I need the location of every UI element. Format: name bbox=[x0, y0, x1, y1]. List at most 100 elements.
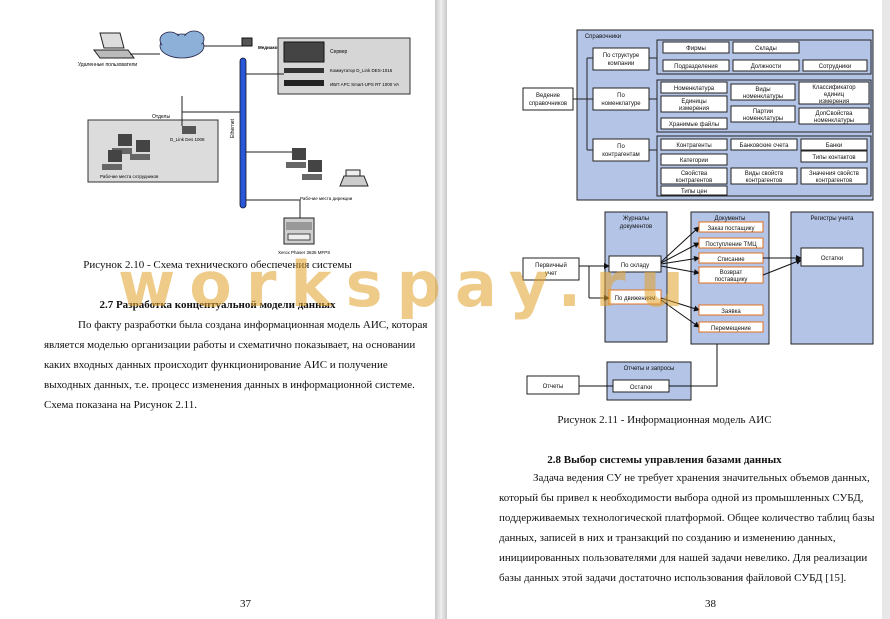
by-structure-label: компании bbox=[608, 61, 635, 67]
supplier-return-item: Возврат bbox=[720, 270, 743, 276]
nomenclature-item: Номенклатура bbox=[674, 86, 715, 92]
server-label: Сервер bbox=[330, 49, 348, 55]
text-line: каких входных данных происходит функцион… bbox=[44, 359, 388, 371]
cp-prop-types-item: Виды свойств bbox=[745, 170, 784, 177]
tmc-receipt-item: Поступление ТМЦ bbox=[705, 242, 757, 248]
reports-box bbox=[526, 375, 580, 395]
switch2-icon bbox=[182, 126, 196, 134]
handbooks-title: Справочники bbox=[585, 34, 621, 40]
text-line: поддерживаемых технологической платформо… bbox=[499, 512, 875, 524]
page-number: 38 bbox=[705, 598, 716, 610]
reports-label: Отчеты bbox=[543, 384, 564, 390]
cp-props-item: Свойства bbox=[681, 170, 708, 177]
by-structure-label: По структуре bbox=[603, 53, 640, 59]
registers-title: Регистры учета bbox=[811, 216, 855, 222]
text-line: Задача ведения СУ не требует хранения зн… bbox=[533, 472, 870, 484]
by-counterparties-label: По bbox=[617, 144, 625, 150]
page-number: 37 bbox=[240, 598, 251, 610]
journals-title: документов bbox=[620, 224, 652, 230]
text-line: По факту разработки была создана информа… bbox=[78, 319, 428, 331]
units-item: измерения bbox=[679, 106, 709, 112]
supplier-return-item: поставщику bbox=[715, 277, 748, 283]
text-line: базы данных этой задачи достаточно испол… bbox=[499, 572, 847, 584]
contact-types-item: Типы контактов bbox=[812, 155, 855, 161]
journals-title: Журналы bbox=[623, 216, 649, 222]
documents-title: Документы bbox=[715, 216, 746, 222]
primary-account-box bbox=[522, 257, 580, 281]
cp-prop-values-item: Значения свойств bbox=[809, 170, 859, 177]
handbooks-left-label: Ведение bbox=[536, 93, 561, 99]
handbooks-left-label: справочников bbox=[529, 101, 567, 107]
switch-icon bbox=[284, 68, 324, 73]
by-nomenclature-label: номенклатуре bbox=[601, 101, 641, 107]
by-warehouse-label: По складу bbox=[621, 263, 649, 269]
divisions-item: Подразделения bbox=[674, 64, 718, 70]
balances-box bbox=[800, 247, 864, 267]
by-structure-box bbox=[592, 47, 650, 71]
departments-box bbox=[87, 119, 219, 183]
printer-label: Xerox Phaser 3635 MFPS bbox=[278, 250, 330, 255]
primary-account-label: учет bbox=[545, 271, 557, 277]
supplier-order-item: Заказ постащику bbox=[708, 226, 755, 232]
by-movements-box bbox=[608, 289, 662, 305]
cloud-icon bbox=[159, 30, 205, 59]
remote-users-label: Удаленные пользователи bbox=[78, 62, 137, 68]
warehouses-item: Склады bbox=[755, 46, 777, 52]
journals-panel bbox=[604, 211, 668, 343]
nom-classifier-item: измерения bbox=[819, 99, 849, 105]
text-line: инициированных пользователями для нашей … bbox=[499, 552, 868, 564]
technical-support-diagram: Удаленные пользователи Медиаконвертер DM… bbox=[78, 30, 411, 255]
storage-places-item: Хранимые файлы bbox=[669, 121, 719, 128]
nom-props-item: номенклатуры bbox=[814, 118, 854, 124]
text-line: является моделью организации работы и сх… bbox=[44, 339, 416, 351]
cp-props-item: контрагентов bbox=[676, 178, 713, 184]
book-gutter bbox=[435, 0, 447, 619]
transfer-item: Перемещение bbox=[711, 326, 752, 332]
section-heading: 2.7 Разработка концептуальной модели дан… bbox=[99, 299, 336, 311]
batches-item: Партии bbox=[753, 109, 773, 115]
media-converter-icon bbox=[241, 37, 253, 47]
ups-icon bbox=[284, 80, 324, 86]
director-workplaces-label: Рабочие места дирекции bbox=[300, 196, 353, 201]
information-model-diagram: Справочники Ведение справочников По стру… bbox=[522, 29, 874, 401]
cp-prop-types-item: контрагентов bbox=[746, 178, 783, 184]
positions-item: Должности bbox=[751, 64, 782, 70]
workstations-icon bbox=[102, 134, 150, 170]
by-nomenclature-label: По bbox=[617, 93, 625, 99]
balances-label: Остатки bbox=[821, 256, 843, 262]
nom-types-item: Виды bbox=[755, 87, 770, 93]
departments-label: Отделы bbox=[152, 114, 170, 120]
ethernet-label: Ethernet bbox=[230, 118, 236, 138]
laptop-icon bbox=[93, 32, 135, 59]
firms-item: Фирмы bbox=[686, 46, 706, 52]
text-line: данных, записей в них и транзакций по со… bbox=[499, 532, 836, 544]
reports-balances-item: Остатки bbox=[630, 385, 652, 391]
registers-panel bbox=[790, 211, 874, 345]
text-line: который бы привел к необходимости выбора… bbox=[499, 492, 864, 504]
section-heading: 2.8 Выбор системы управления базами данн… bbox=[547, 454, 782, 466]
figure-caption: Рисунок 2.10 - Схема технического обеспе… bbox=[83, 259, 352, 271]
text-line: Схема показана на Рисунок 2.11. bbox=[44, 399, 197, 411]
write-off-item: Списание bbox=[717, 257, 745, 263]
left-page: Удаленные пользователи Медиаконвертер DM… bbox=[0, 0, 435, 619]
nom-classifier-item: единиц bbox=[824, 92, 845, 98]
printer-small-icon bbox=[339, 169, 369, 187]
by-counterparties-label: контрагентам bbox=[602, 152, 640, 158]
figure-caption: Рисунок 2.11 - Информационная модель АИС bbox=[557, 414, 772, 426]
units-item: Единицы bbox=[681, 99, 706, 105]
switch2-label: D_Link Des 1008 bbox=[170, 137, 205, 142]
mfp-printer-icon bbox=[283, 217, 315, 245]
text-line: выходных данных, т.е. процесс изменения … bbox=[44, 379, 415, 391]
banks-item: Банки bbox=[826, 143, 843, 149]
cp-prop-values-item: контрагентов bbox=[816, 178, 853, 184]
nom-types-item: номенклатуры bbox=[743, 94, 783, 100]
by-movements-label: По движениям bbox=[615, 296, 656, 302]
staff-workplaces-label: Рабочие места сотрудников bbox=[100, 174, 159, 179]
request-item: Заявка bbox=[721, 309, 741, 315]
counterparties-item: Контрагенты bbox=[676, 143, 711, 149]
primary-account-label: Первичный bbox=[535, 262, 567, 269]
server-icon bbox=[283, 41, 325, 63]
price-types-item: Типы цен bbox=[681, 189, 707, 195]
ethernet-bus bbox=[239, 57, 247, 209]
reports-title: Отчеты и запросы bbox=[624, 366, 675, 372]
